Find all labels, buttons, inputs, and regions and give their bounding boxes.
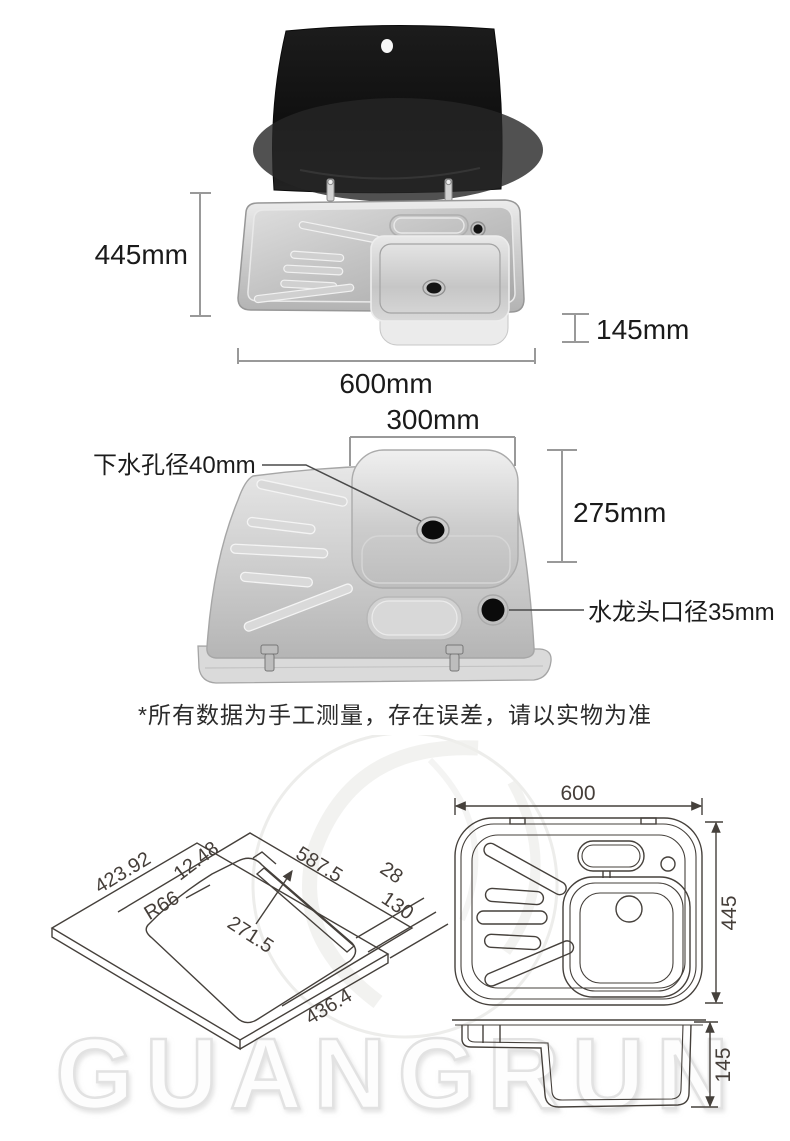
sink-bottom-photo-section: 下水孔径40mm 300mm 275mm 水龙头口径35mm xyxy=(93,404,775,684)
dim-145mm-label: 145mm xyxy=(596,314,689,345)
topview-width-label: 600 xyxy=(560,782,595,805)
mounting-latches xyxy=(260,644,464,672)
drain-hole xyxy=(426,282,442,294)
dim-445mm xyxy=(190,192,211,317)
drain-hole-bottom xyxy=(421,520,445,540)
dim-275mm-label: 275mm xyxy=(573,497,666,528)
dim-130: 130 xyxy=(377,888,417,925)
dim-300mm-label: 300mm xyxy=(386,404,479,435)
bowl-bump xyxy=(351,449,519,589)
dim-28: 28 xyxy=(376,858,407,889)
iso-cutout-drawing xyxy=(50,832,449,1051)
sink-top-photo-section: 445mm 145mm 600mm xyxy=(95,24,689,399)
dim-600mm-label: 600mm xyxy=(339,368,432,399)
dim-271-5: 271.5 xyxy=(223,912,277,958)
dim-145mm xyxy=(562,313,589,343)
logo-watermark xyxy=(251,735,559,1039)
lid-hole xyxy=(381,39,393,53)
faucet-callout-label: 水龙头口径35mm xyxy=(588,599,775,626)
sideview-depth-label: 145 xyxy=(712,1047,735,1082)
drain-callout-leader xyxy=(262,464,422,522)
topview-height-label: 445 xyxy=(718,895,741,930)
sink-lid xyxy=(253,24,543,202)
recess-underside xyxy=(366,596,463,641)
side-view-drawing xyxy=(452,1019,718,1108)
technical-drawing-section: GUANGRUN 423.92 12.48 xyxy=(50,735,741,1131)
dim-275mm xyxy=(547,449,577,563)
dim-r66: R66 xyxy=(141,887,184,925)
measurement-disclaimer: *所有数据为手工测量，存在误差，请以实物为准 xyxy=(138,702,652,728)
dim-445mm-label: 445mm xyxy=(95,239,188,270)
drain-callout-label: 下水孔径40mm xyxy=(93,452,256,479)
sink-bowl xyxy=(370,235,510,322)
top-view-drawing xyxy=(454,798,723,1006)
drainboard-ribs xyxy=(253,221,381,304)
brand-watermark: GUANGRUN xyxy=(56,1018,741,1130)
underside-ribs xyxy=(230,479,353,632)
lid-hinges xyxy=(326,178,453,202)
dim-600mm xyxy=(237,348,536,364)
faucet-hole-bottom xyxy=(477,594,509,626)
dim-300mm xyxy=(349,436,516,466)
sink-pan xyxy=(237,199,525,322)
lid-sheen xyxy=(253,98,543,202)
dim-12-48: 12.48 xyxy=(170,837,223,885)
